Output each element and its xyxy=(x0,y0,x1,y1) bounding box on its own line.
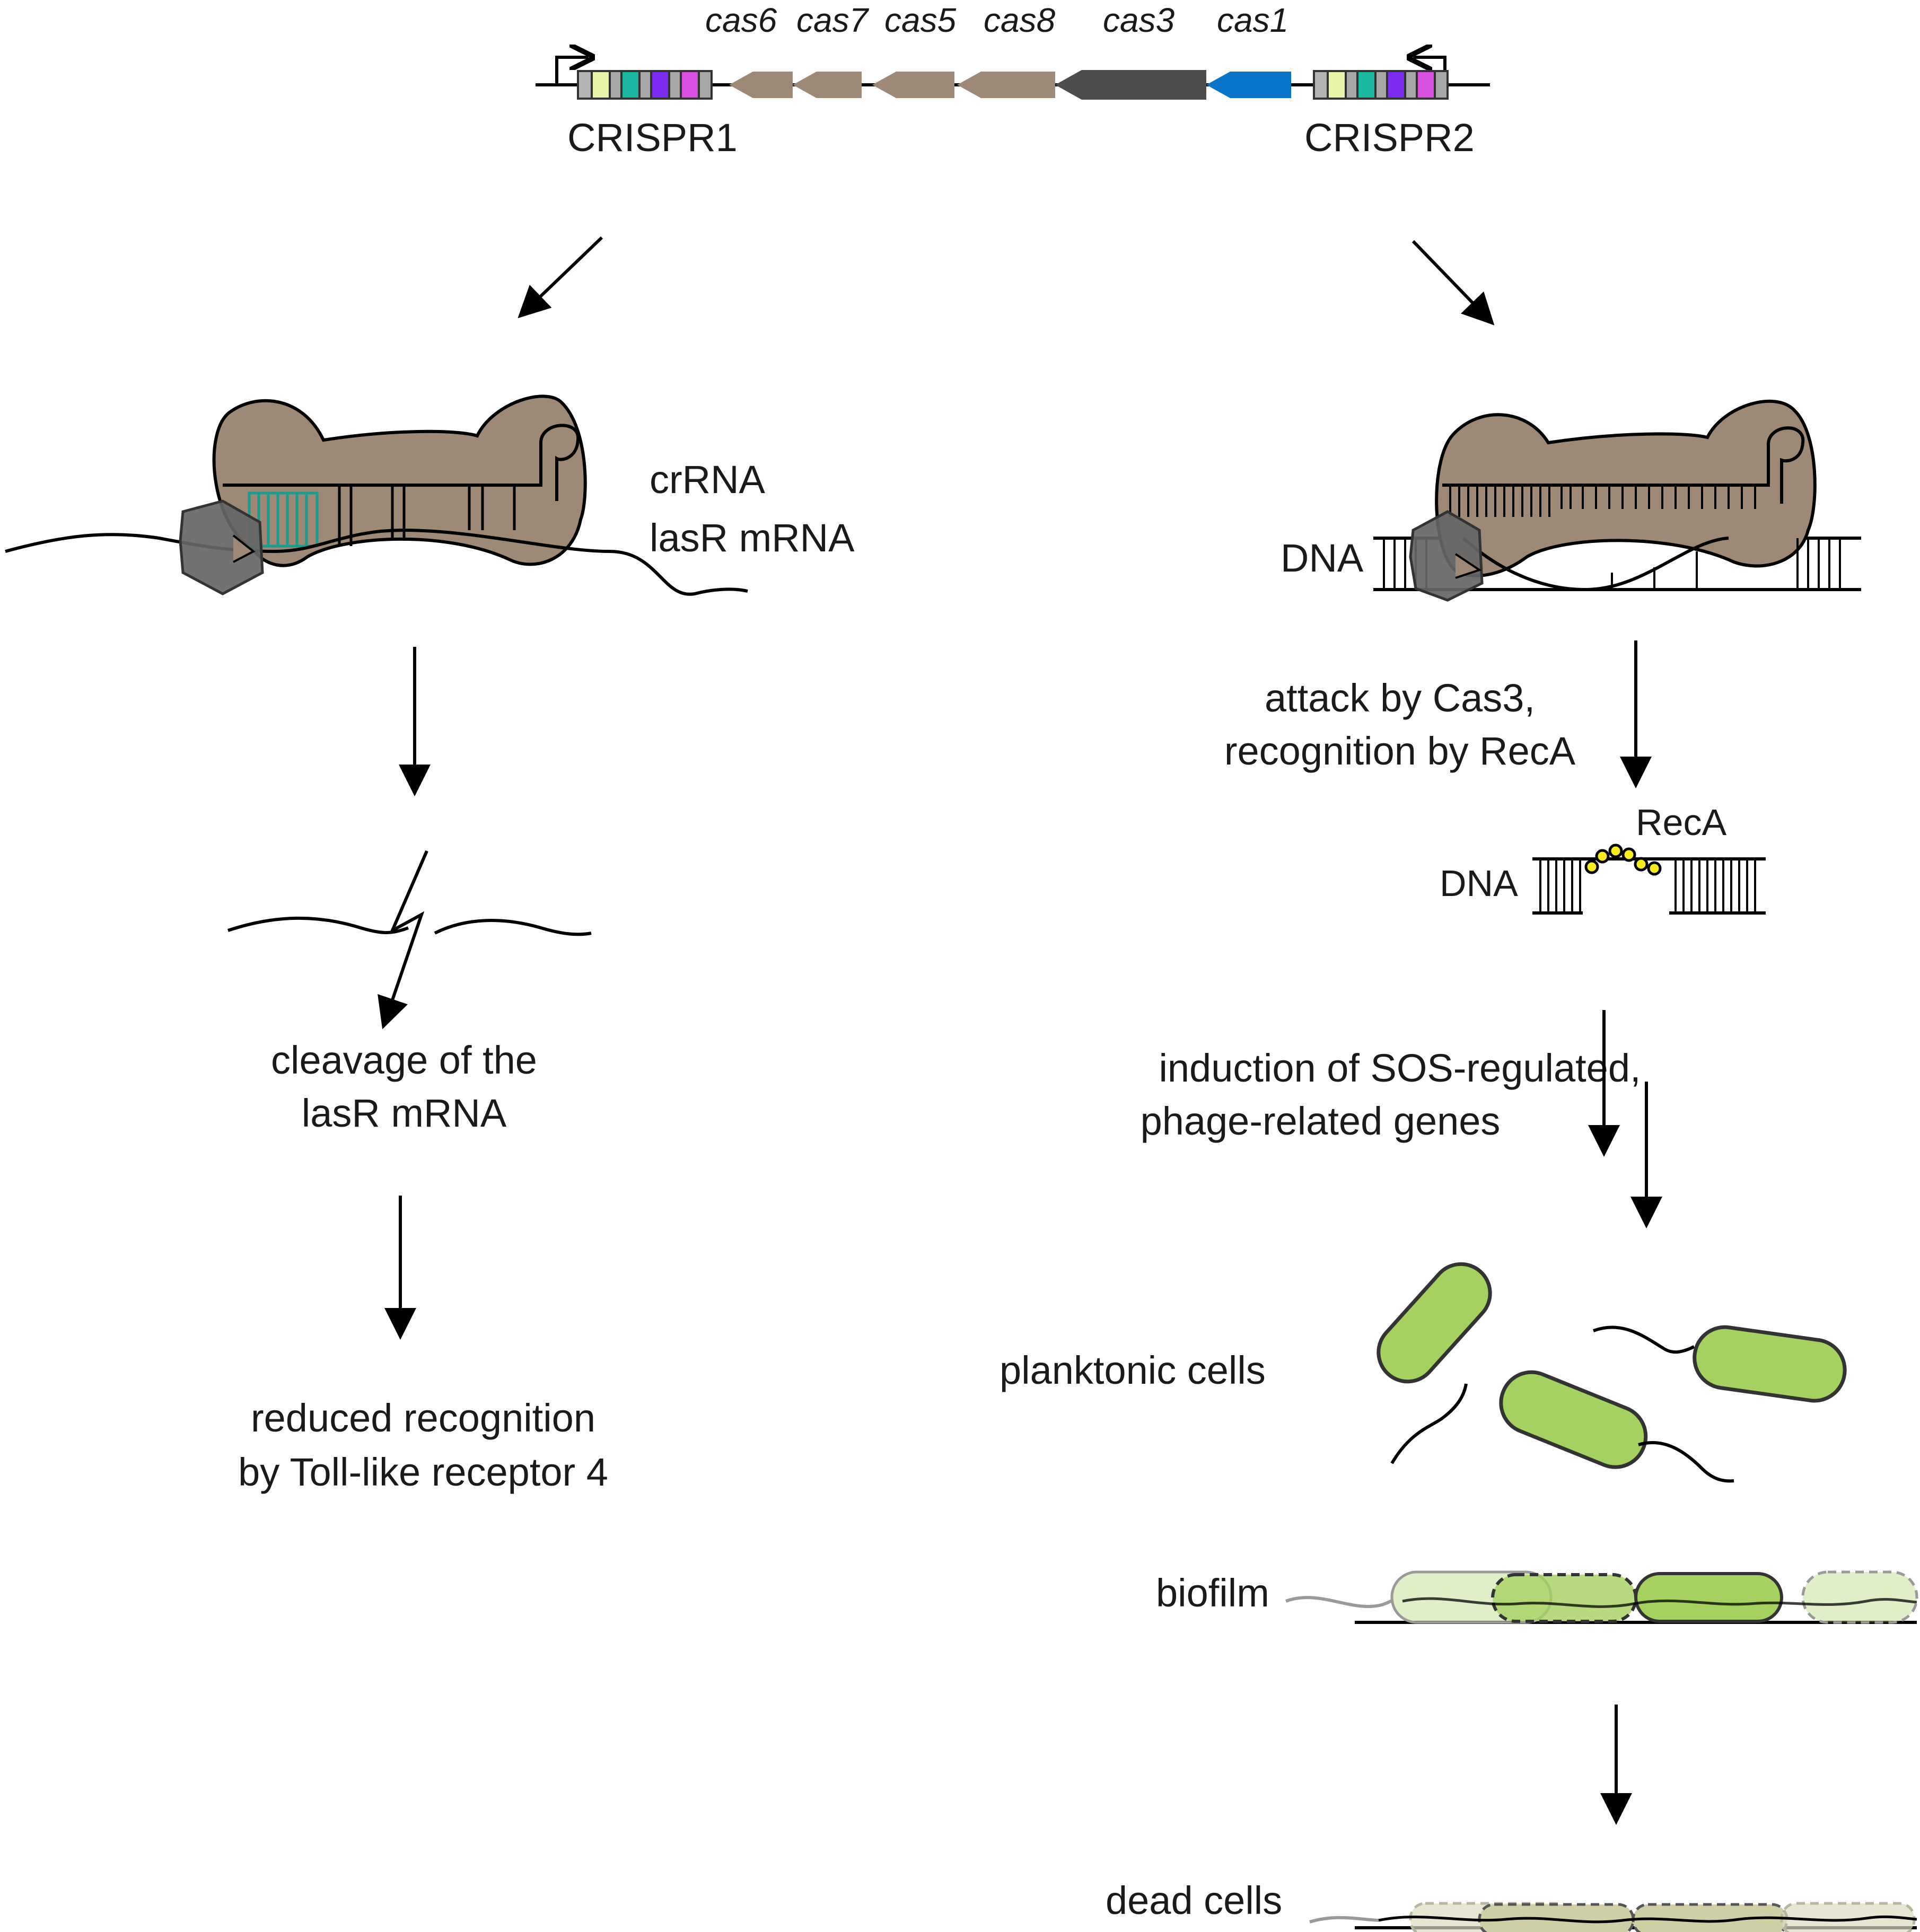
cascade-complex-dna xyxy=(1373,399,1861,602)
dna-label-2: DNA xyxy=(1440,863,1518,904)
crispr2-array xyxy=(1313,70,1449,100)
crispr1-label: CRISPR1 xyxy=(567,116,738,160)
cas3-nuclease-icon xyxy=(179,499,264,595)
gene-label-cas7: cas7 xyxy=(796,1,870,39)
promoter-left-icon xyxy=(555,57,589,85)
reca-proteins-icon xyxy=(1584,844,1662,876)
lasr-mrna-strand xyxy=(5,528,748,596)
lasr-mrna-label: lasR mRNA xyxy=(650,516,855,560)
outcome-text-line1: reduced recognition xyxy=(251,1396,595,1440)
attack-text-line2: recognition by RecA xyxy=(1224,729,1576,773)
cleaved-mrna xyxy=(227,850,592,1030)
sos-text-line2: phage-related genes xyxy=(1141,1099,1501,1143)
gene-label-cas5: cas5 xyxy=(884,1,957,39)
cascade-complex-rna xyxy=(5,394,748,596)
outcome-text-line2: by Toll-like receptor 4 xyxy=(238,1450,608,1494)
cas6-gene xyxy=(729,72,793,98)
arrow-to-left-branch xyxy=(518,236,603,319)
biofilm xyxy=(1285,1570,1918,1624)
attack-text-line1: attack by Cas3, xyxy=(1265,676,1535,720)
planktonic-label: planktonic cells xyxy=(1000,1348,1266,1392)
bacterium-cell xyxy=(1499,1370,1648,1469)
reca-dna-filament xyxy=(1532,844,1766,915)
crispr2-label: CRISPR2 xyxy=(1304,116,1475,160)
dead-cells-label: dead cells xyxy=(1106,1878,1282,1922)
crispr1-array xyxy=(577,70,713,100)
cas3-gene xyxy=(1055,70,1206,100)
cascade-complex-right xyxy=(1435,399,1817,577)
sos-text-line1: induction of SOS-regulated, xyxy=(1159,1046,1641,1090)
cascade-complex-left xyxy=(212,394,587,567)
dead-cells xyxy=(1309,1902,1917,1932)
crrna-label: crRNA xyxy=(650,458,766,502)
gene-label-cas1: cas1 xyxy=(1217,1,1288,39)
dna-label-1: DNA xyxy=(1281,536,1364,580)
crrna-strand xyxy=(223,424,580,501)
gene-label-cas6: cas6 xyxy=(705,1,777,39)
cas8-gene xyxy=(957,72,1055,98)
cas7-gene xyxy=(793,72,862,98)
cas5-gene xyxy=(872,72,954,98)
bacterium-cell xyxy=(1377,1262,1492,1384)
cas1-gene xyxy=(1206,72,1291,98)
gene-label-cas3: cas3 xyxy=(1103,1,1175,39)
planktonic-cells xyxy=(1377,1262,1847,1483)
cas3-nuclease-icon-2 xyxy=(1409,510,1484,602)
cleavage-bolt-icon xyxy=(378,850,428,1030)
gene-label-cas8: cas8 xyxy=(984,1,1056,39)
arrow-to-right-branch xyxy=(1411,240,1495,326)
bacterium-cell xyxy=(1693,1325,1847,1403)
cas-gene-cluster: cas6 cas7 cas5 cas8 cas3 cas1 CRISPR1 CR… xyxy=(536,1,1490,160)
reca-label: RecA xyxy=(1636,802,1726,843)
cleavage-text-line1: cleavage of the xyxy=(271,1038,537,1082)
biofilm-label: biofilm xyxy=(1156,1571,1269,1615)
cleavage-text-line2: lasR mRNA xyxy=(302,1091,507,1135)
